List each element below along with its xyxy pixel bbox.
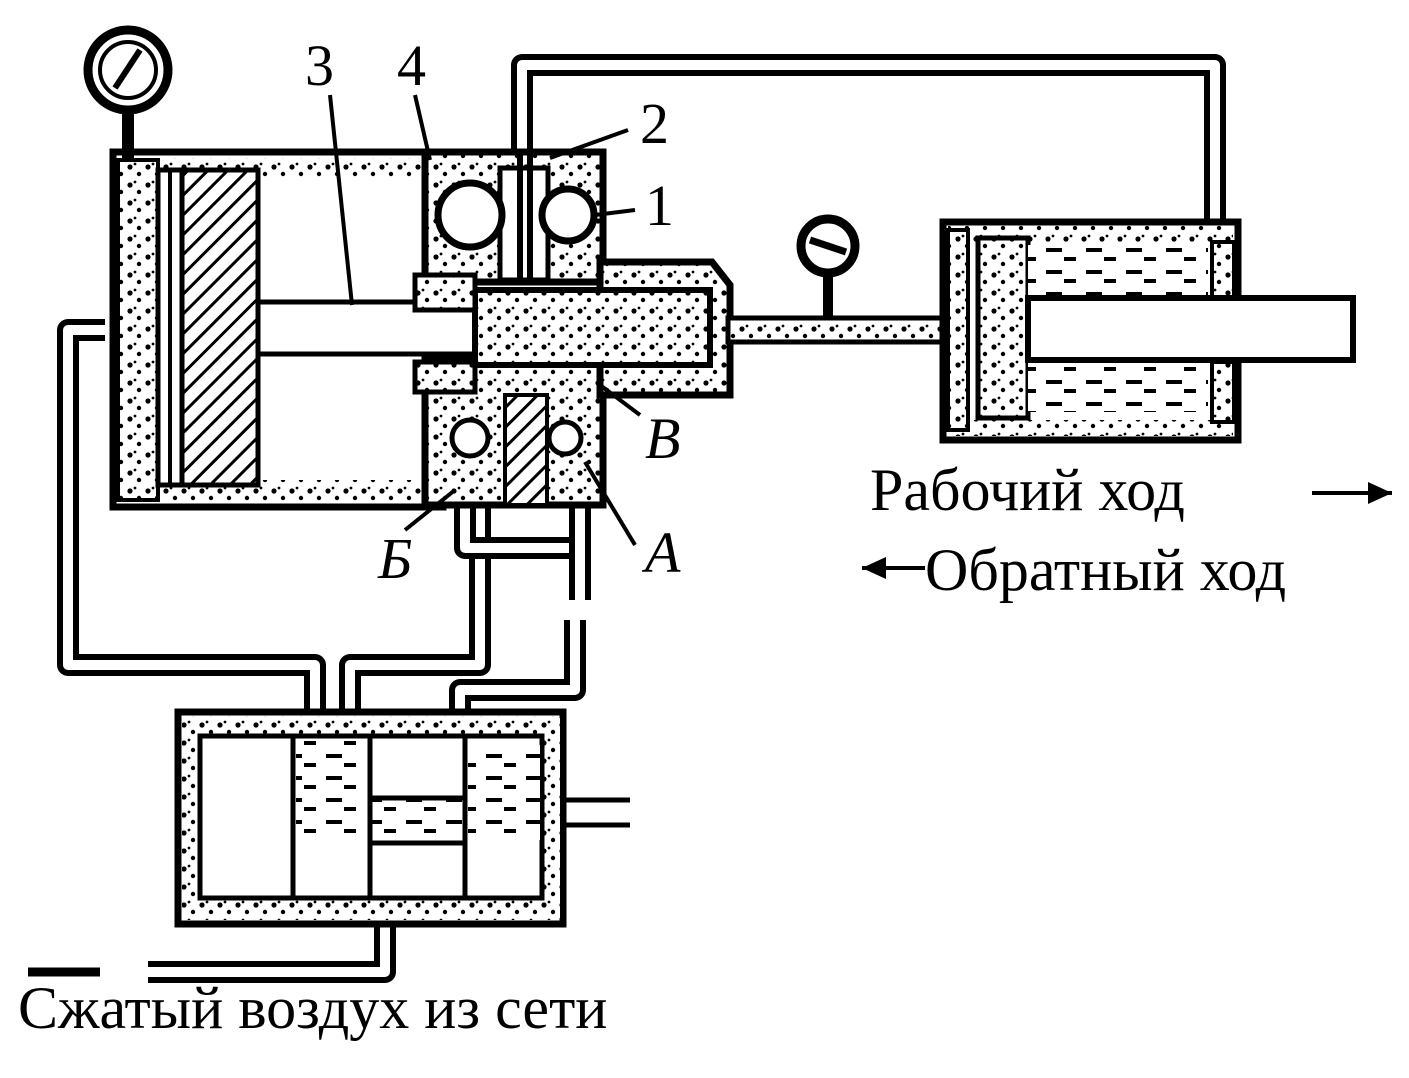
- output-gauge-icon: [796, 214, 860, 278]
- label-1: 1: [645, 173, 674, 238]
- label-3: 3: [305, 33, 334, 98]
- hydraulic-rod: [1025, 295, 1356, 363]
- valve-1: [538, 185, 598, 245]
- hydraulic-cylinder: [939, 218, 1356, 444]
- label-v: В: [645, 406, 680, 471]
- caption-compressed-air: Сжатый воздух из сети: [18, 975, 607, 1041]
- caption-working-stroke: Рабочий ход: [870, 457, 1185, 523]
- caption-return-stroke: Обратный ход: [925, 537, 1286, 603]
- hydraulic-piston: [975, 235, 1031, 421]
- leader-lines: [328, 94, 642, 547]
- air-distributor: [174, 708, 630, 928]
- hydraulic-booster-body: [412, 148, 734, 509]
- label-4: 4: [397, 33, 426, 98]
- arrow-left-icon: [862, 557, 925, 579]
- plunger: [472, 287, 713, 368]
- distributor-handle[interactable]: [560, 797, 630, 828]
- label-b: Б: [377, 526, 412, 591]
- arrow-right-icon: [1312, 482, 1392, 504]
- label-a: А: [641, 520, 681, 585]
- high-pressure-line: [725, 270, 961, 345]
- label-2: 2: [640, 91, 669, 156]
- pressure-gauge-icon: [83, 25, 173, 160]
- distributor-spool: [367, 795, 468, 846]
- air-pipelines: [28, 319, 591, 983]
